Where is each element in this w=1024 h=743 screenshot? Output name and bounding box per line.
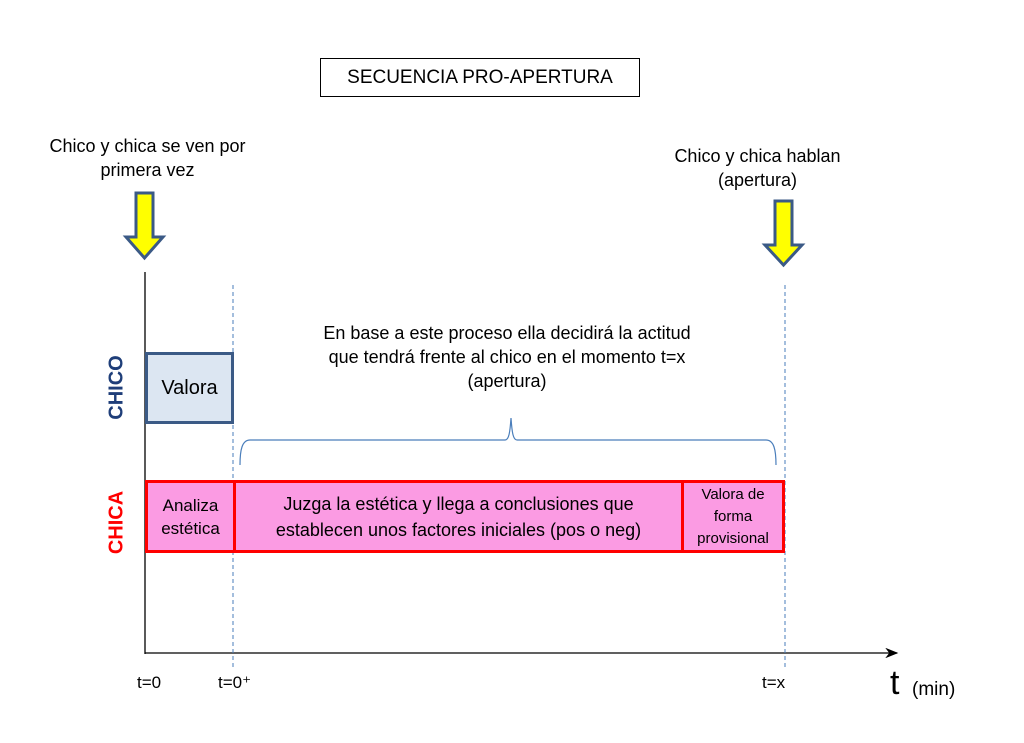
arrow-start-icon (122, 191, 167, 261)
lane-label-chico: CHICO (105, 355, 128, 420)
tick-t0: t=0 (137, 673, 162, 692)
arrow-end-icon (761, 199, 806, 268)
tick-t0plus: t=0⁺ (218, 673, 252, 692)
brace-note-line1: En base a este proceso ella decidirá la … (323, 323, 691, 343)
event-end-line1: Chico y chica hablan (674, 146, 841, 166)
event-end-label: Chico y chica hablan (apertura) (650, 144, 865, 192)
axis-unit-label: (min) (912, 679, 956, 700)
brace (239, 417, 777, 466)
lane-label-chica: CHICA (105, 490, 128, 555)
chico-valora-box: Valora (145, 352, 234, 424)
chica-analiza-box: Analiza estética (145, 480, 236, 553)
diagram-title: SECUENCIA PRO-APERTURA (320, 58, 640, 97)
brace-note: En base a este proceso ella decidirá la … (257, 321, 757, 393)
axis-t-label: t (890, 664, 900, 702)
chica-valora-provisional-box: Valora de forma provisional (681, 480, 785, 553)
event-end-line2: (apertura) (717, 170, 798, 190)
chica-juzga-box: Juzga la estética y llega a conclusiones… (233, 480, 684, 553)
tick-tx: t=x (762, 673, 786, 692)
brace-note-line3: (apertura) (467, 371, 547, 391)
event-start-label: Chico y chica se ven por primera vez (49, 136, 246, 180)
brace-note-line2: que tendrá frente al chico en el momento… (328, 347, 686, 367)
